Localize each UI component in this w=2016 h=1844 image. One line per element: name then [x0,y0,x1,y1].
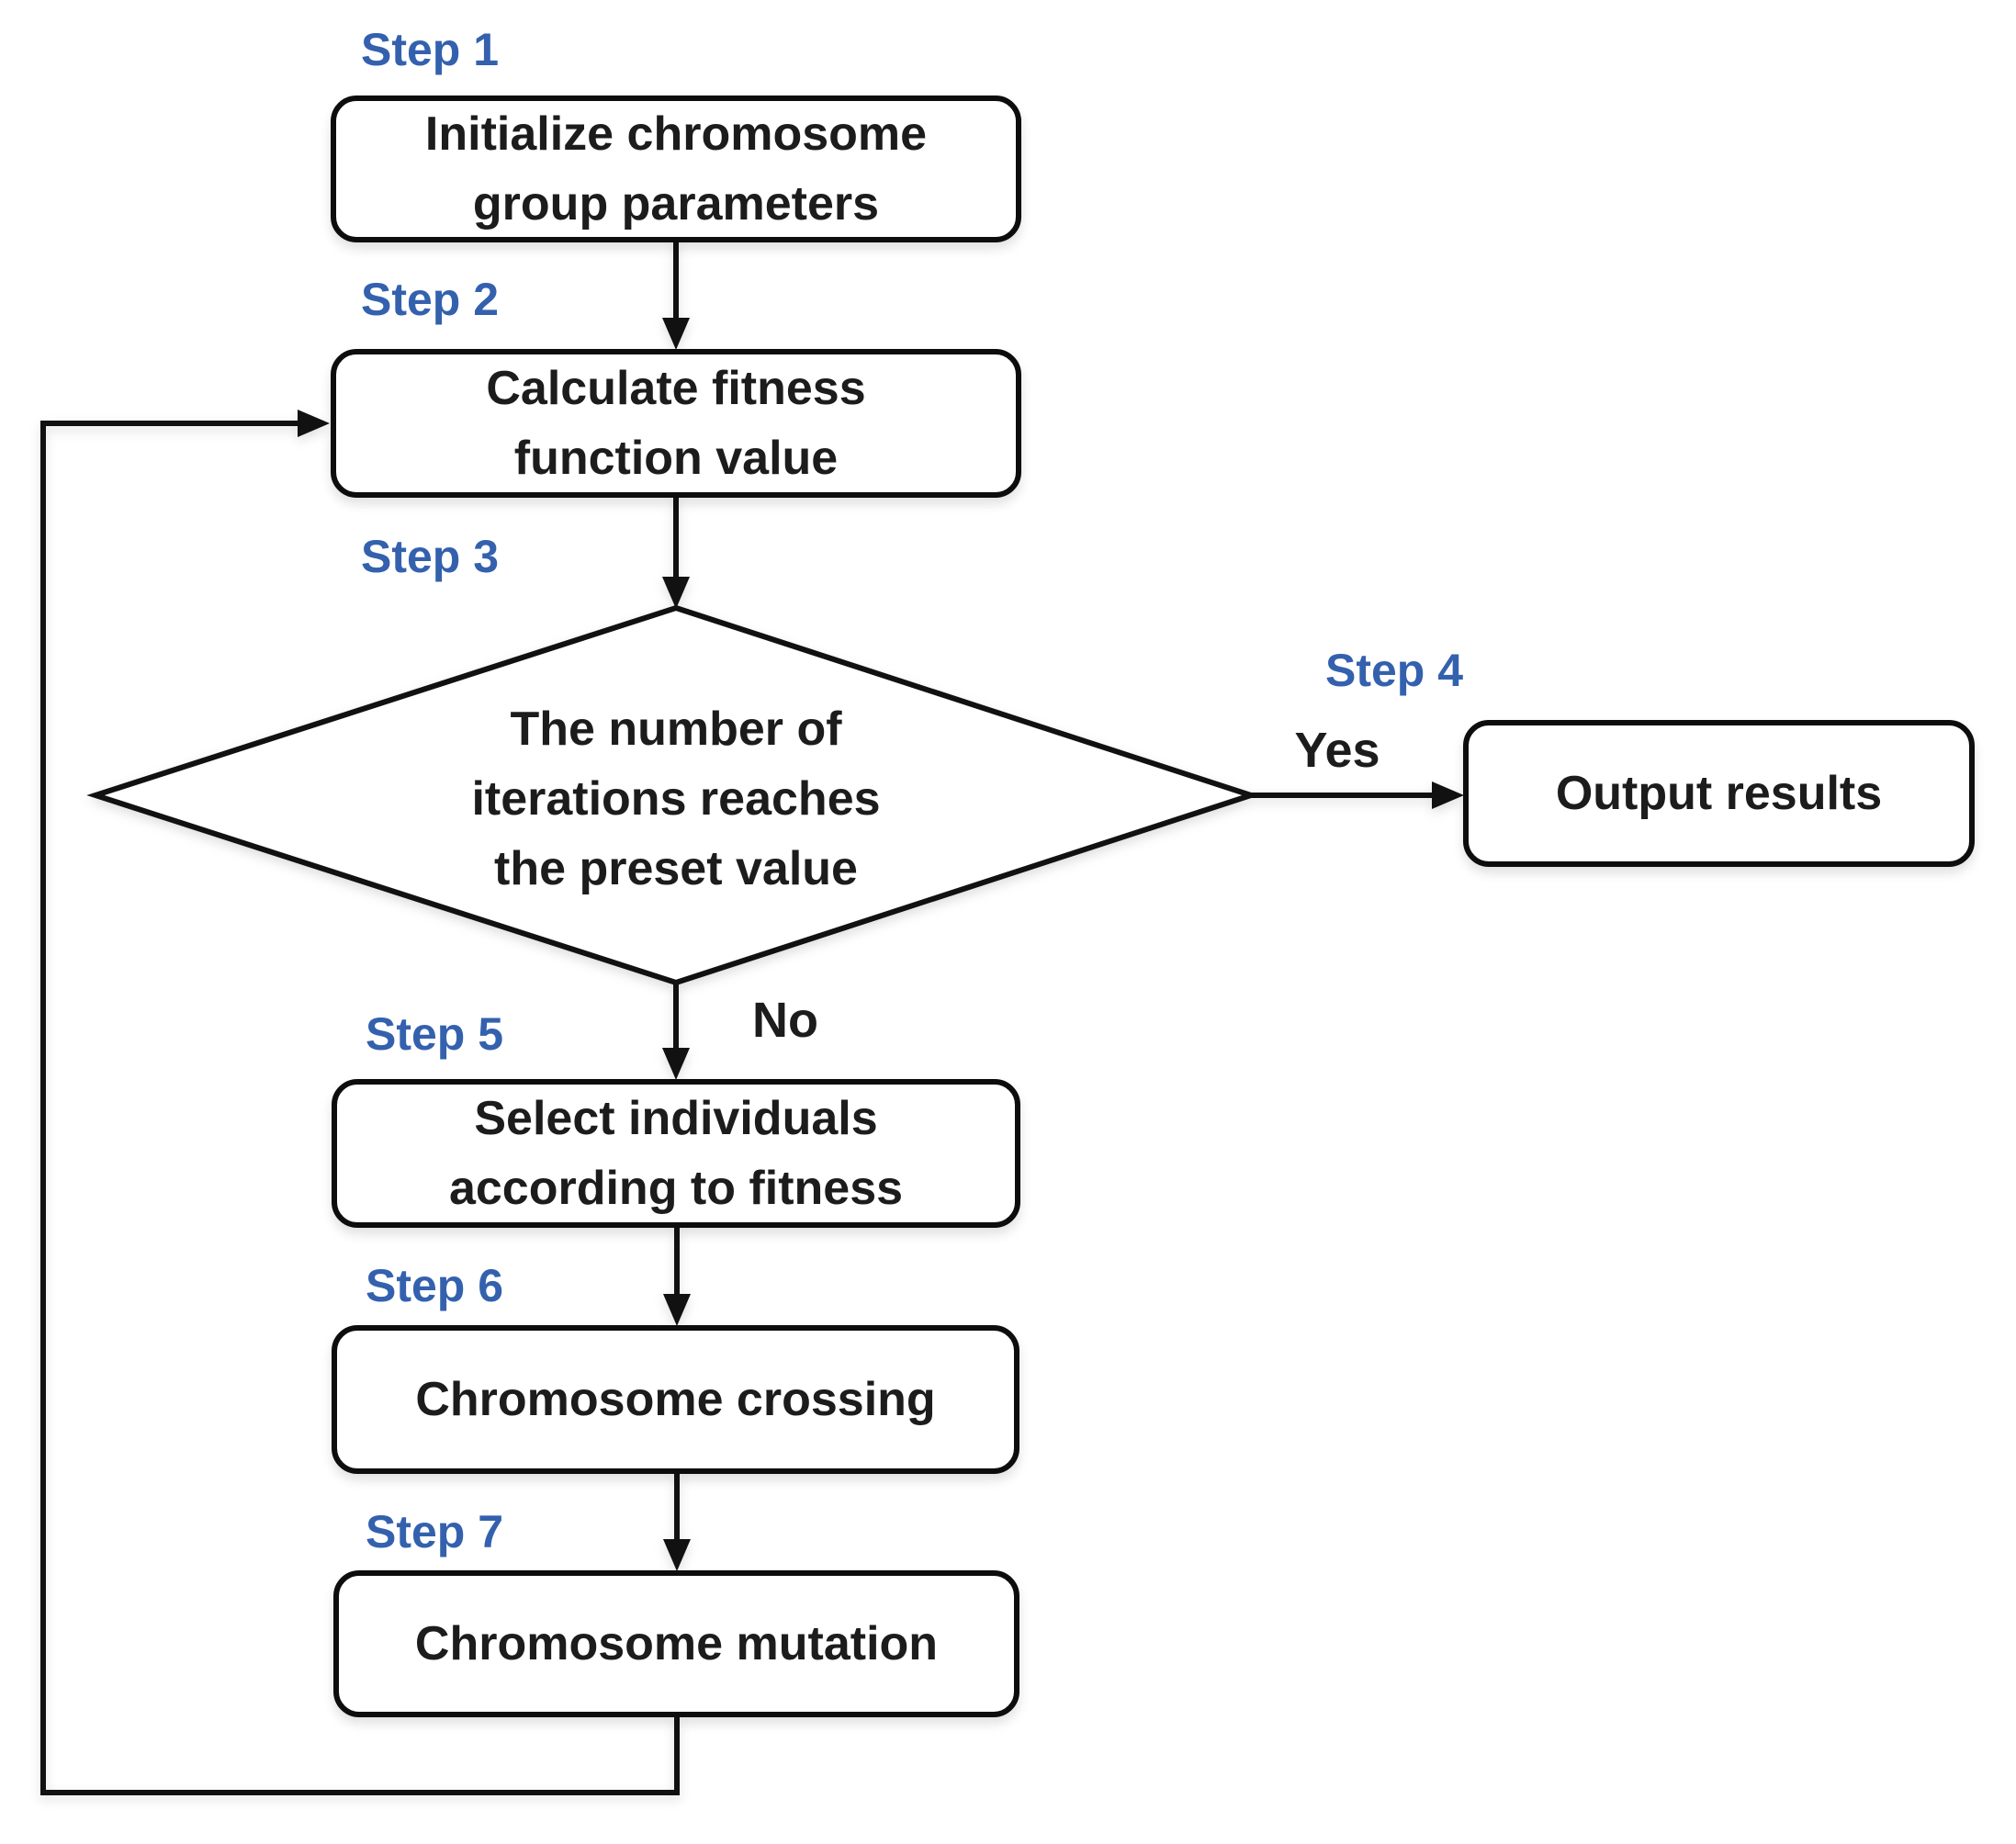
step6-label: Step 6 [366,1260,504,1311]
node-initialize-chromosome-group-parameters: Initialize chromosome group parameters [331,96,1021,242]
node-chromosome-mutation: Chromosome mutation [333,1570,1019,1717]
loop-mutation-to-calc-line [40,421,680,1795]
step5-label: Step 5 [366,1008,504,1060]
step4-label: Step 4 [1325,645,1464,696]
node-calculate-fitness-function-value: Calculate fitness function value [331,349,1021,498]
arrowhead-crossing-to-mutation [663,1539,691,1571]
arrowhead-select-to-crossing [663,1294,691,1326]
decision-diamond-shape [86,604,1260,986]
node-output-results: Output results [1463,720,1975,867]
node-select-individuals-according-to-fitness: Select individuals according to fitness [332,1079,1020,1228]
arrowhead-init-to-calc [662,318,690,350]
step7-label: Step 7 [366,1506,504,1557]
decision-iterations-reach-preset-value-text: The number of iterations reaches the pre… [471,703,881,895]
step1-label: Step 1 [361,24,500,75]
step3-label: Step 3 [361,531,500,582]
node-chromosome-crossing: Chromosome crossing [332,1325,1019,1474]
arrowhead-loop-to-calc [298,410,330,437]
arrowhead-decision-to-select [662,1048,690,1080]
arrowhead-calc-to-decision [662,577,690,609]
branch-yes-label: Yes [1294,723,1380,778]
arrowhead-decision-to-output [1432,781,1464,809]
step2-label: Step 2 [361,274,500,325]
branch-no-label: No [752,993,818,1048]
